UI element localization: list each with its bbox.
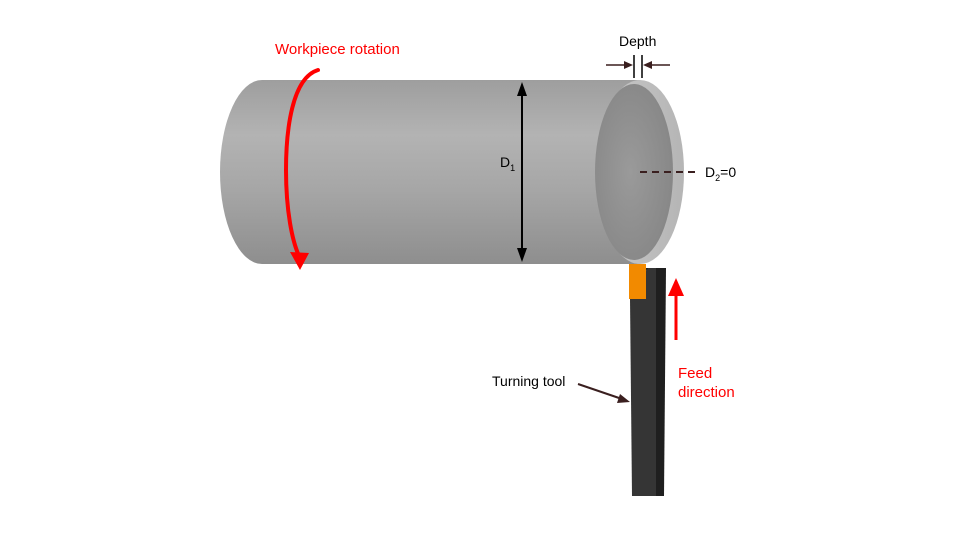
workpiece-cylinder (220, 80, 684, 264)
d2-label: D2=0 (705, 164, 736, 183)
diameter-d1-arrow (517, 82, 527, 262)
cylinder-body (220, 80, 640, 264)
tool-leader (577, 383, 623, 400)
depth-indicator (606, 55, 670, 78)
rotation-arrow (283, 68, 320, 260)
rotation-arrowhead (290, 252, 309, 270)
cylinder-end-face (595, 84, 673, 260)
tool-label: Turning tool (492, 373, 565, 389)
rotation-label: Workpiece rotation (275, 41, 400, 58)
tool-leader-arrowhead (617, 394, 630, 403)
turning-tool (629, 264, 666, 496)
tool-shank (630, 268, 656, 496)
depth-label: Depth (619, 33, 656, 49)
feed-label: Feed direction (678, 365, 735, 401)
d1-label: D1 (500, 154, 515, 173)
feed-arrowhead (668, 278, 684, 296)
tool-insert (629, 264, 646, 299)
